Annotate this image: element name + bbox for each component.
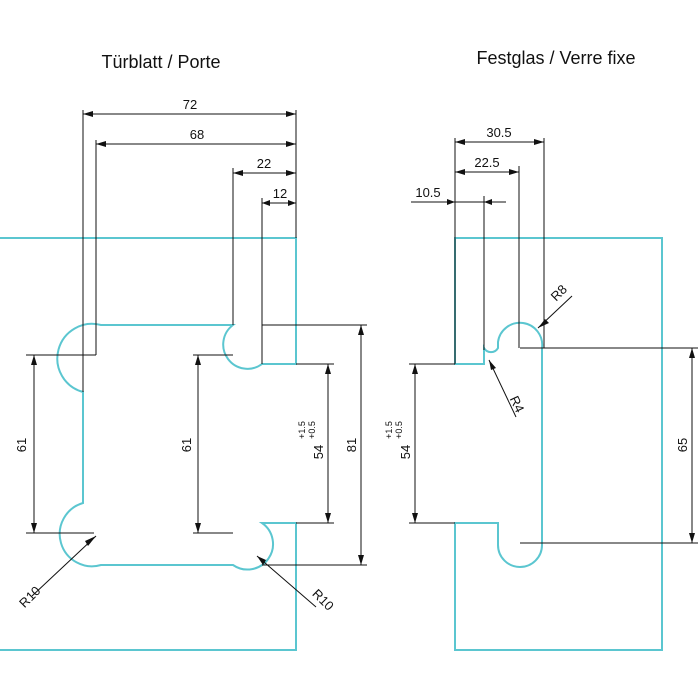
fixed-glass-title: Festglas / Verre fixe xyxy=(476,48,635,68)
fixed-tolerance-lower: +0.5 xyxy=(394,421,404,439)
door-radius-right-leader xyxy=(256,555,317,608)
door-dim-22-label: 22 xyxy=(257,156,271,171)
fixed-tolerance-upper: +1.5 xyxy=(384,421,394,439)
fixed-dim-54 xyxy=(409,363,455,524)
door-dim-61-left-label: 61 xyxy=(14,438,29,452)
door-dim-61-mid xyxy=(193,354,233,534)
door-dim-72 xyxy=(82,110,297,392)
fixed-radius-r8-leader xyxy=(537,295,573,329)
fixed-glass-outline xyxy=(454,237,663,651)
fixed-radius-r4-label: R4 xyxy=(507,393,528,414)
fixed-dim-54-label: 54 xyxy=(398,445,413,459)
door-dim-12 xyxy=(261,198,296,364)
door-tolerance-upper: +1.5 xyxy=(297,421,307,439)
fixed-dim-30-5-label: 30.5 xyxy=(486,125,511,140)
door-dim-68-label: 68 xyxy=(190,127,204,142)
door-panel-outline xyxy=(0,237,297,651)
door-dim-61-left xyxy=(26,354,96,534)
door-dim-12-label: 12 xyxy=(273,186,287,201)
fixed-dim-65-label: 65 xyxy=(675,438,690,452)
door-radius-right-label: R10 xyxy=(309,586,336,613)
door-dim-54 xyxy=(296,363,334,524)
fixed-dim-10-5-label: 10.5 xyxy=(415,185,440,200)
fixed-radius-r4-leader xyxy=(488,359,517,418)
door-title: Türblatt / Porte xyxy=(101,52,220,72)
fixed-dim-22-5 xyxy=(455,166,520,348)
fixed-dim-22-5-label: 22.5 xyxy=(474,155,499,170)
door-dim-72-label: 72 xyxy=(183,97,197,112)
door-radius-left-label: R10 xyxy=(16,583,43,610)
door-dim-61-mid-label: 61 xyxy=(179,438,194,452)
door-tolerance-lower: +0.5 xyxy=(307,421,317,439)
door-dim-54-label: 54 xyxy=(311,445,326,459)
fixed-dim-30-5 xyxy=(454,138,545,364)
door-dim-81 xyxy=(262,324,367,566)
door-radius-left-leader xyxy=(31,535,97,597)
fixed-dim-65 xyxy=(520,347,698,544)
door-dim-68 xyxy=(95,140,296,355)
door-dim-22 xyxy=(232,168,296,325)
door-dim-81-label: 81 xyxy=(344,438,359,452)
fixed-dim-10-5 xyxy=(411,196,506,350)
